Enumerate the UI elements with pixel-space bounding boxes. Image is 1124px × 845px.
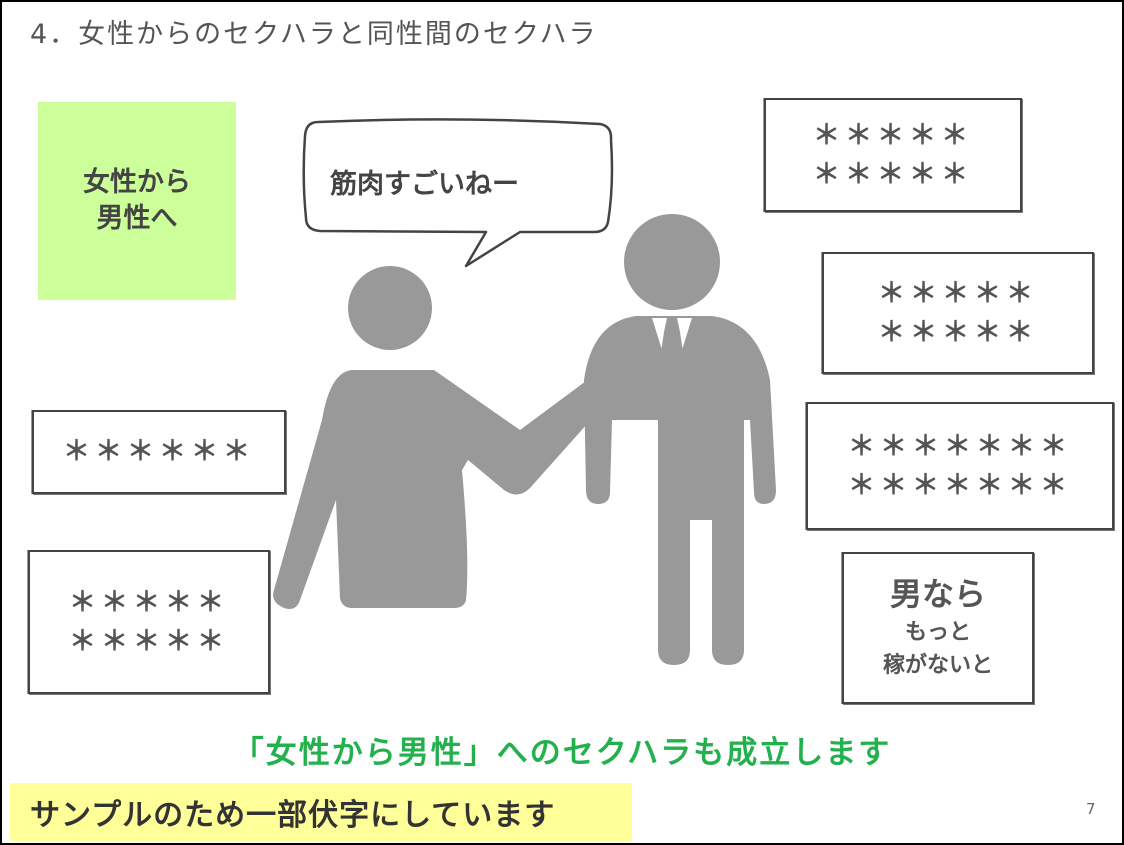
comment-box-left-2-line-2: ＊＊＊＊＊ (69, 626, 229, 657)
sample-notice-text: サンプルのため一部伏字にしています (30, 798, 556, 833)
comment-box-right-3-line-2: ＊＊＊＊＊＊＊ (848, 470, 1072, 501)
comment-box-left-1-text: ＊＊＊＊＊＊ (63, 436, 255, 468)
comment-box-right-1: ＊＊＊＊＊ ＊＊＊＊＊ (764, 98, 1022, 212)
comment-box-right-4: 男なら もっと 稼がないと (842, 552, 1034, 704)
page-number: 7 (1086, 800, 1096, 818)
comment-box-right-4-line-2: もっと (904, 619, 971, 645)
comment-box-left-2-line-1: ＊＊＊＊＊ (69, 586, 229, 618)
comment-box-left-2: ＊＊＊＊＊ ＊＊＊＊＊ (28, 550, 270, 694)
comment-box-right-3: ＊＊＊＊＊＊＊ ＊＊＊＊＊＊＊ (806, 402, 1114, 530)
comment-box-right-4-line-1: 男なら (889, 575, 986, 614)
sample-notice: サンプルのため一部伏字にしています (10, 783, 632, 841)
comment-box-right-1-line-2: ＊＊＊＊＊ (813, 159, 973, 190)
comment-box-right-2-line-2: ＊＊＊＊＊ (878, 317, 1038, 348)
comment-box-left-1: ＊＊＊＊＊＊ (32, 410, 286, 494)
comment-box-right-1-line-1: ＊＊＊＊＊ (813, 119, 973, 151)
label-line-2: 男性へ (96, 203, 178, 234)
label-line-1: 女性から (83, 166, 191, 198)
man-figure (584, 214, 776, 665)
comment-box-right-3-line-1: ＊＊＊＊＊＊＊ (848, 430, 1072, 462)
comment-box-right-2-line-1: ＊＊＊＊＊ (878, 277, 1038, 309)
woman-figure (273, 266, 604, 609)
slide-title: 4．女性からのセクハラと同性間のセクハラ (30, 19, 598, 50)
comment-box-right-2: ＊＊＊＊＊ ＊＊＊＊＊ (822, 252, 1094, 374)
speech-text: 筋肉すごいねー (330, 169, 519, 200)
bottom-message: 「女性から男性」へのセクハラも成立します (232, 735, 892, 771)
label-box: 女性から 男性へ (38, 102, 236, 300)
comment-box-right-4-line-3: 稼がないと (882, 652, 993, 678)
speech-bubble (302, 118, 614, 268)
